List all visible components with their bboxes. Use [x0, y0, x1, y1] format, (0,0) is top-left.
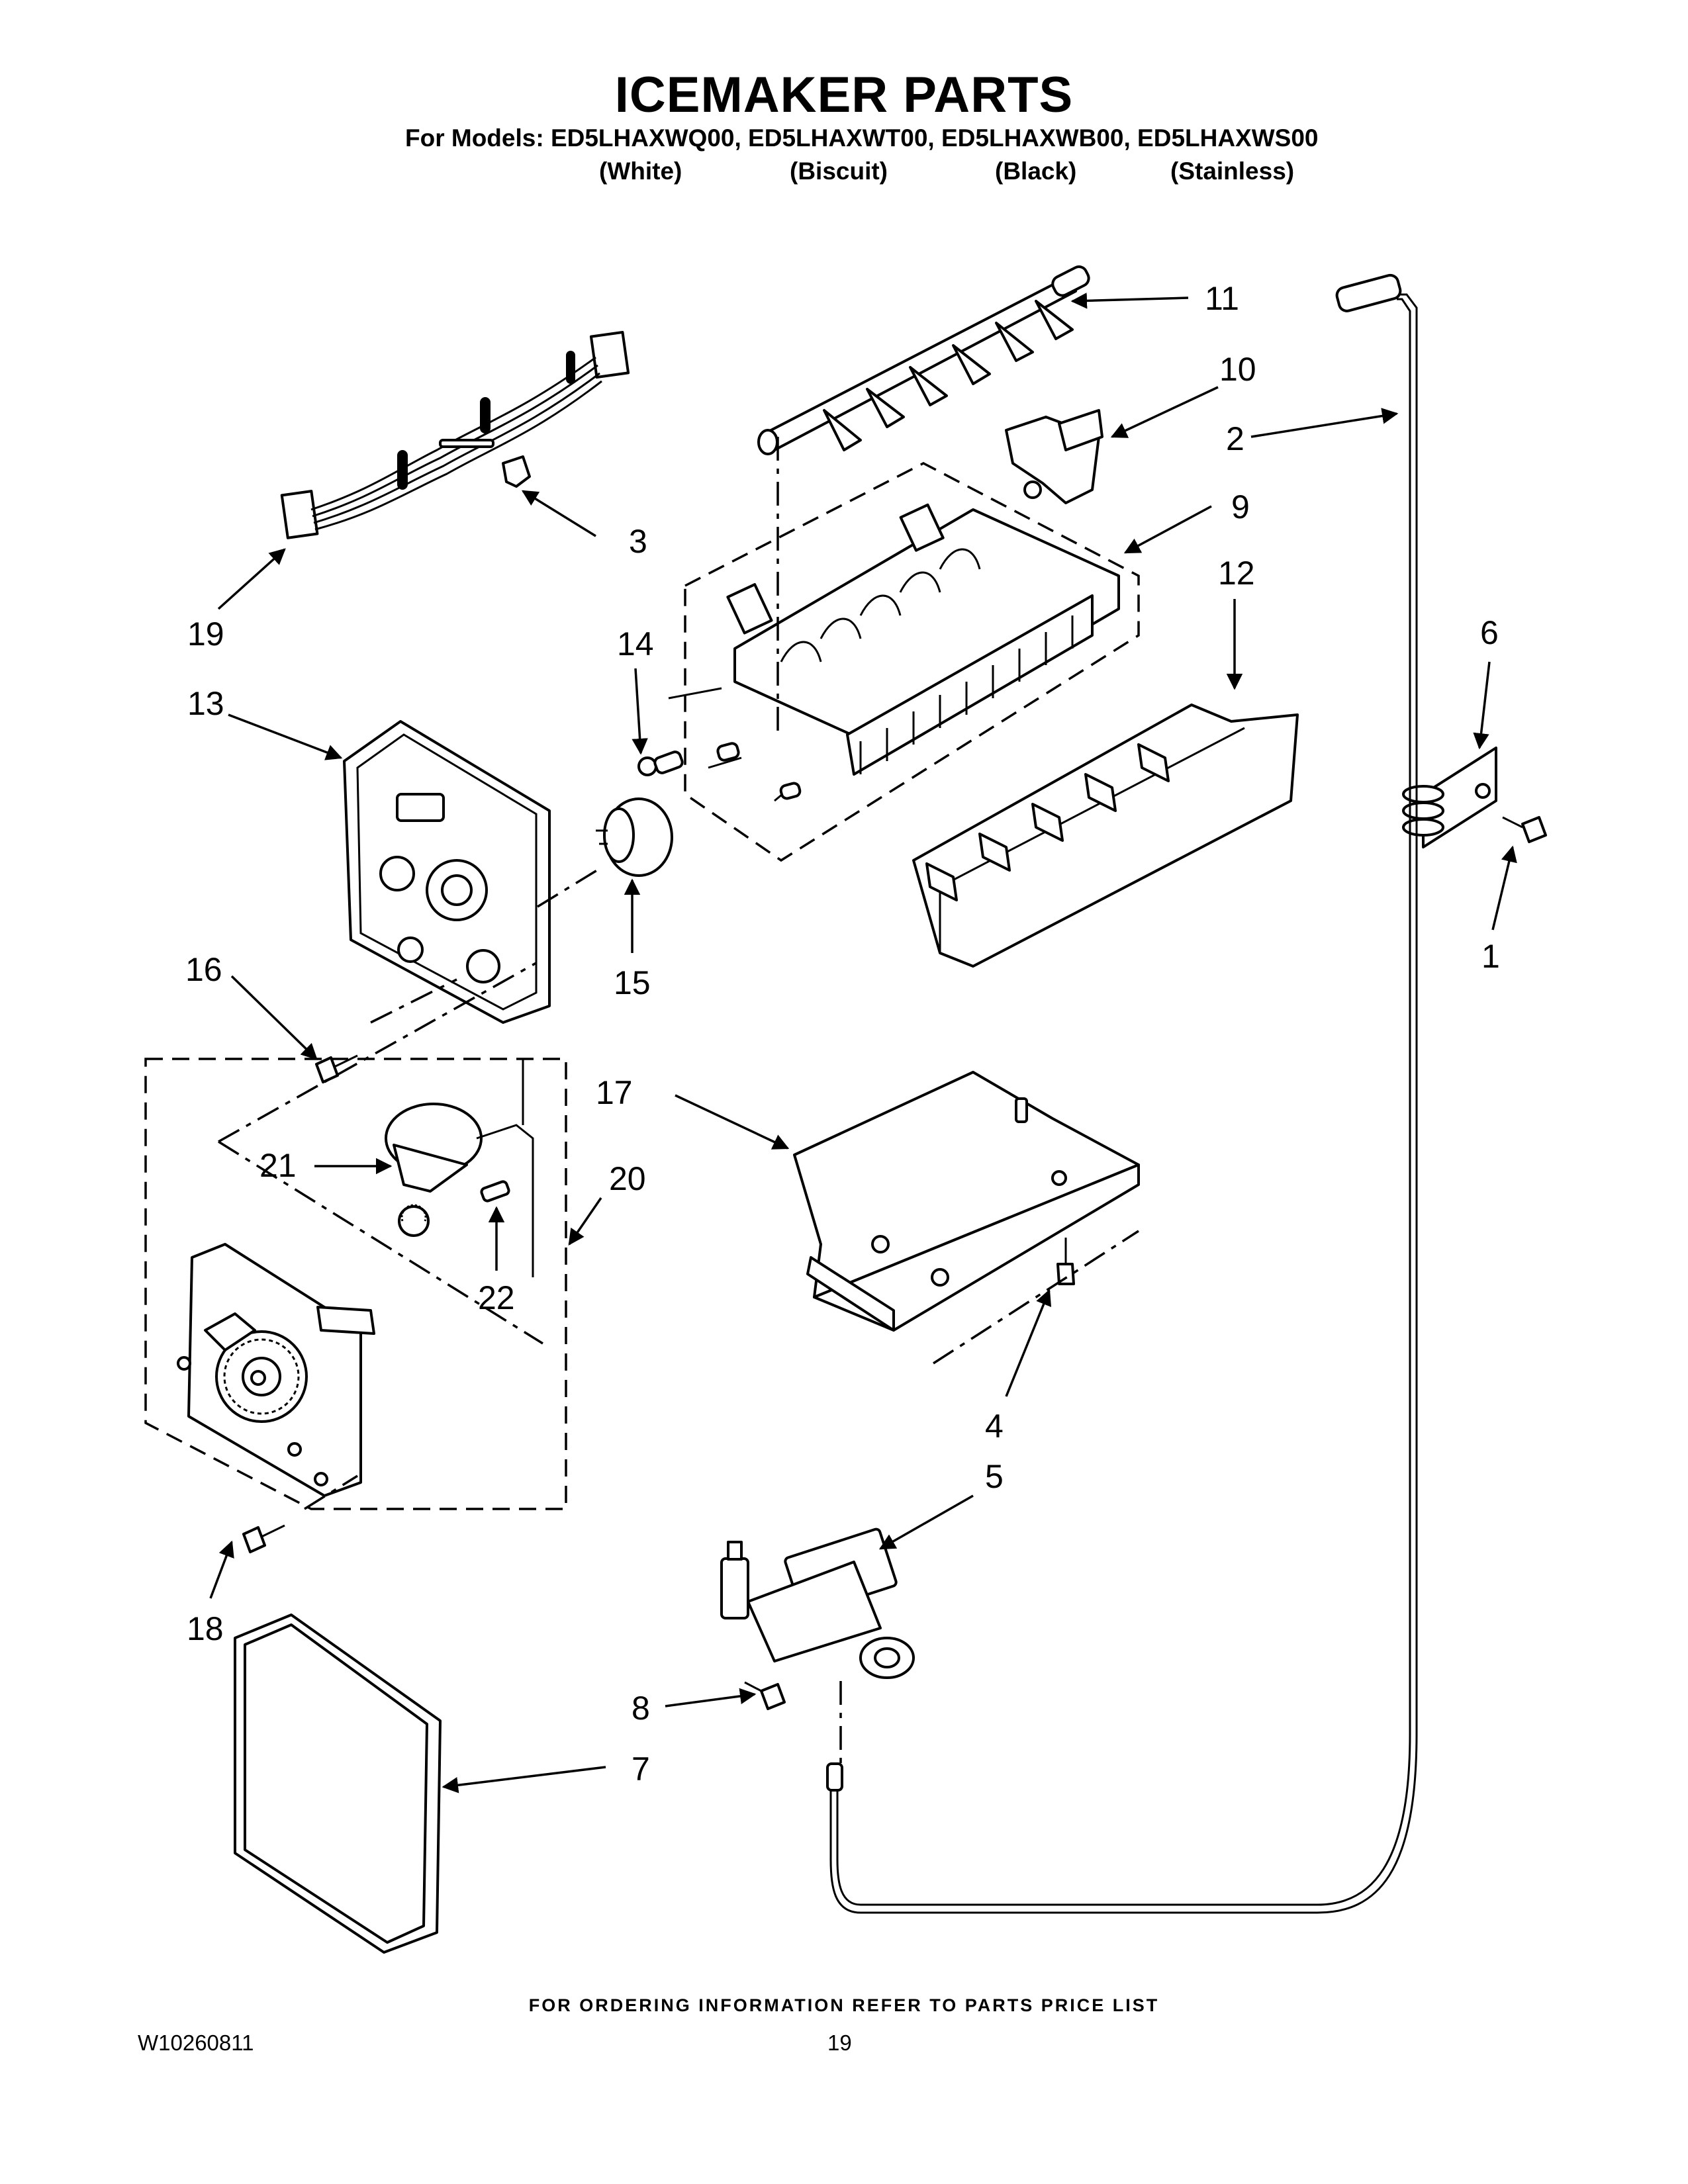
callout-17: 17: [596, 1074, 633, 1111]
ice-bin-tray-part: [793, 1071, 1140, 1332]
callout-1: 1: [1481, 938, 1500, 975]
callout-16: 16: [185, 951, 222, 988]
heater-part: [596, 797, 673, 877]
screw-18-part: [242, 1524, 285, 1553]
callout-6: 6: [1480, 614, 1499, 651]
water-valve-part: [720, 1527, 915, 1679]
screw-4-part: [1056, 1238, 1075, 1285]
screw-8-part: [744, 1681, 786, 1710]
page-number: 19: [827, 2030, 852, 2055]
callout-9: 9: [1231, 488, 1250, 525]
color-black: (Black): [995, 158, 1077, 185]
color-biscuit: (Biscuit): [790, 158, 888, 185]
page-title: ICEMAKER PARTS: [614, 67, 1074, 123]
callout-10: 10: [1219, 351, 1256, 388]
ice-mold-part: [668, 503, 1120, 802]
models-line: For Models: ED5LHAXWQ00, ED5LHAXWT00, ED…: [405, 124, 1319, 152]
fill-tube-part: [826, 273, 1418, 1914]
ordering-note: FOR ORDERING INFORMATION REFER TO PARTS …: [528, 1995, 1160, 2015]
callout-7: 7: [632, 1751, 650, 1788]
thermostat-part: [637, 751, 684, 776]
screw-1-part: [1502, 816, 1547, 843]
callout-18: 18: [187, 1610, 224, 1647]
module-part: [177, 1243, 375, 1497]
motor-part: [385, 1059, 534, 1277]
module-group-box: [144, 1058, 567, 1510]
callout-3: 3: [629, 523, 647, 560]
callout-11: 11: [1205, 280, 1239, 317]
callout-5: 5: [985, 1458, 1004, 1495]
access-cover-part: [234, 1614, 442, 1954]
callout-15: 15: [614, 964, 651, 1001]
callout-22: 22: [478, 1279, 515, 1316]
control-housing-part: [343, 720, 551, 1024]
wire-harness-part: [280, 330, 630, 539]
wire-clip-part: [502, 455, 531, 488]
ice-ejector-part: [757, 265, 1090, 455]
callout-19: 19: [187, 615, 224, 653]
switch-part: [480, 1180, 510, 1203]
color-stainless: (Stainless): [1170, 158, 1295, 185]
callout-14: 14: [617, 625, 654, 662]
ice-mold-group-box: [684, 462, 1140, 862]
callout-13: 13: [187, 685, 224, 722]
document-number: W10260811: [138, 2030, 254, 2055]
callout-4: 4: [985, 1408, 1004, 1445]
icemaker-cover-part: [912, 704, 1299, 968]
callout-2: 2: [1226, 420, 1244, 457]
callout-21: 21: [259, 1147, 297, 1184]
callout-8: 8: [632, 1690, 650, 1727]
callout-12: 12: [1218, 555, 1255, 592]
fill-cup-part: [1005, 409, 1103, 504]
color-white: (White): [599, 158, 682, 185]
tube-bracket-part: [1402, 747, 1497, 848]
callout-20: 20: [609, 1160, 646, 1197]
